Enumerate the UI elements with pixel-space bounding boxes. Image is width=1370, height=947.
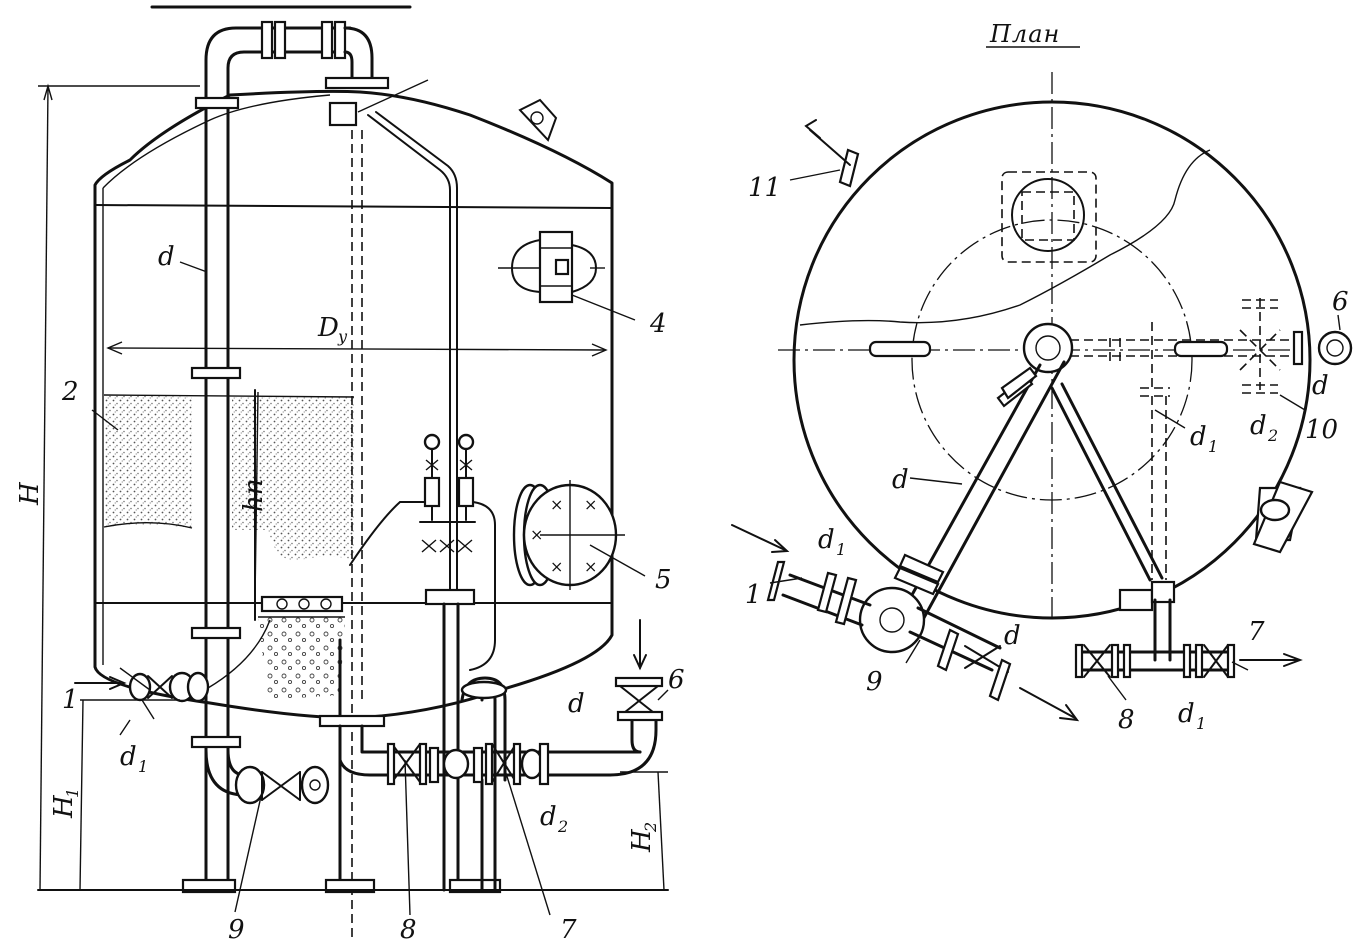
plan-callout-6: 6 [1332, 287, 1349, 317]
svg-text:×: × [550, 557, 563, 576]
plan-label-d-main: d [892, 465, 909, 495]
label-H2-sub: 2 [641, 822, 660, 833]
plan-title: План [989, 20, 1060, 48]
manhole-4 [498, 230, 605, 304]
valve-9 [234, 765, 330, 805]
filter-media-left [104, 395, 192, 528]
label-d2-sub: 2 [557, 817, 568, 836]
callout-7: 7 [560, 915, 577, 942]
label-d-valve6: d [568, 689, 585, 719]
plan-callout-7: 7 [1248, 617, 1265, 647]
label-H1: H [49, 794, 79, 819]
plan-label-d-out: d [1004, 621, 1021, 651]
valve-6 [614, 619, 664, 722]
label-d1-inlet: d [120, 742, 137, 772]
callout-4: 4 [649, 309, 667, 339]
plan-label-d1-inlet: d [818, 525, 835, 555]
callout-1: 1 [62, 685, 79, 715]
plan-label-d1-mid: d [1190, 422, 1207, 452]
svg-text:×: × [584, 495, 597, 514]
plan-label-d2-sub: 2 [1267, 426, 1278, 445]
inlet-valve-1 [74, 667, 210, 703]
plan-callout-10: 10 [1305, 415, 1338, 445]
plan-callout-11: 11 [748, 173, 781, 203]
plan-label-d-right: d [1312, 371, 1329, 401]
vertical-pipe-d [181, 20, 390, 894]
gravel-layer [258, 617, 345, 700]
manhole-5: × × × × × [512, 480, 625, 590]
label-dy: D [317, 313, 339, 343]
plan-label-d1-inlet-sub: 1 [836, 540, 846, 559]
label-d2: d [540, 802, 557, 832]
label-d1-inlet-sub: 1 [138, 757, 148, 776]
plan-view: План [731, 20, 1353, 735]
callout-2: 2 [61, 377, 79, 407]
svg-text:×: × [584, 557, 597, 576]
plan-callout-8: 8 [1118, 705, 1135, 735]
plan-label-d1-bottom-sub: 1 [1196, 714, 1206, 733]
label-d-pipe: d [158, 242, 175, 272]
gauge-assembly [349, 433, 496, 671]
label-hn: hп [239, 479, 269, 513]
callout-6: 6 [668, 665, 685, 695]
side-elevation: × × × × × [15, 5, 685, 945]
label-H1-sub: 1 [63, 788, 82, 798]
plan-label-d2: d [1250, 411, 1267, 441]
callout-8: 8 [400, 915, 417, 942]
svg-text:×: × [530, 525, 543, 544]
label-H2: H [627, 828, 657, 853]
callout-9: 9 [228, 915, 245, 942]
plan-callout-9: 9 [866, 667, 883, 697]
callout-5: 5 [655, 565, 672, 595]
bottom-manifold [386, 714, 658, 786]
label-H: H [15, 481, 45, 506]
plan-label-d1-mid-sub: 1 [1208, 437, 1218, 456]
plan-callout-1: 1 [745, 580, 762, 610]
label-dy-sub: y [337, 327, 348, 346]
filter-media-right [232, 397, 354, 561]
svg-text:×: × [550, 495, 563, 514]
plan-label-d1-bottom: d [1178, 699, 1195, 729]
